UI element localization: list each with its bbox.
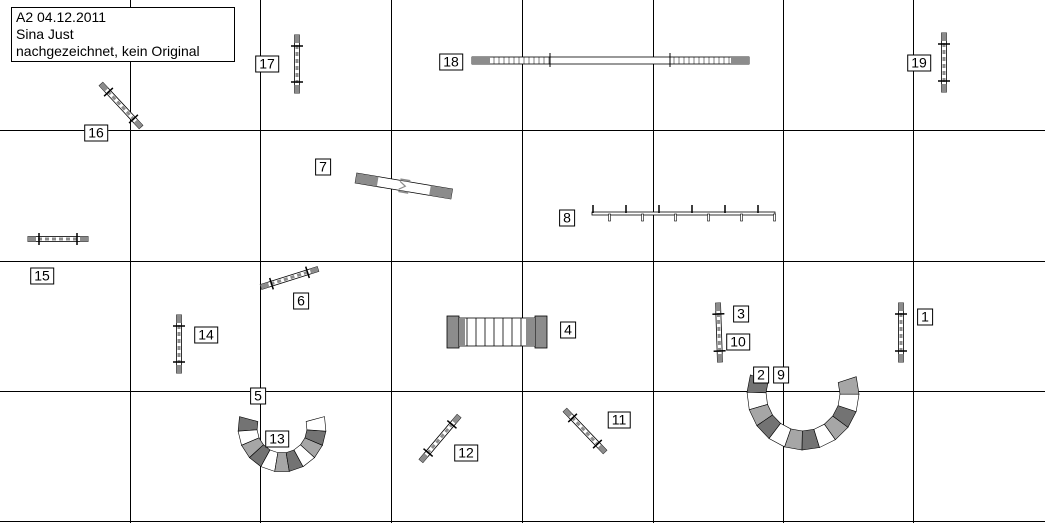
tunnel-13 bbox=[237, 416, 327, 472]
obstacle-label-2: 2 bbox=[753, 366, 769, 384]
jump-1 bbox=[895, 302, 907, 363]
jump-6 bbox=[259, 266, 320, 290]
obstacle-label-4: 4 bbox=[560, 321, 576, 339]
weave-poles-8 bbox=[591, 205, 776, 222]
obstacle-label-3: 3 bbox=[733, 305, 749, 323]
obstacle-label-19: 19 bbox=[907, 54, 931, 72]
course-title: A2 04.12.2011 bbox=[16, 9, 107, 25]
tunnel-2-9 bbox=[746, 374, 860, 451]
obstacle-label-17: 17 bbox=[255, 55, 279, 73]
obstacles bbox=[27, 32, 950, 472]
jump-12 bbox=[418, 413, 462, 464]
jump-3-10 bbox=[712, 302, 726, 363]
tunnel-segment bbox=[837, 376, 860, 395]
obstacle-label-9: 9 bbox=[773, 366, 789, 384]
course-note: nachgezeichnet, kein Original bbox=[16, 43, 200, 59]
jump-15 bbox=[27, 233, 89, 245]
seesaw-7 bbox=[354, 172, 453, 200]
tunnel-4 bbox=[446, 315, 548, 349]
obstacle-label-8: 8 bbox=[559, 209, 575, 227]
dogwalk-18 bbox=[471, 53, 750, 67]
obstacle-label-14: 14 bbox=[194, 326, 218, 344]
obstacle-label-15: 15 bbox=[30, 267, 54, 285]
obstacle-label-18: 18 bbox=[439, 53, 463, 71]
course-author: Sina Just bbox=[16, 26, 74, 42]
obstacle-label-11: 11 bbox=[607, 411, 631, 429]
obstacle-label-16: 16 bbox=[84, 124, 108, 142]
jump-19 bbox=[938, 32, 950, 93]
obstacle-label-13: 13 bbox=[265, 430, 289, 448]
tunnel-segment bbox=[305, 416, 327, 432]
course-info-box: A2 04.12.2011 Sina Just nachgezeichnet, … bbox=[11, 7, 235, 62]
obstacle-label-1: 1 bbox=[917, 308, 933, 326]
jump-17 bbox=[291, 34, 303, 94]
obstacle-label-10: 10 bbox=[726, 333, 750, 351]
jump-16 bbox=[98, 81, 144, 130]
obstacle-label-7: 7 bbox=[315, 158, 331, 176]
jump-14 bbox=[173, 314, 185, 374]
obstacle-label-6: 6 bbox=[293, 292, 309, 310]
jump-11 bbox=[562, 407, 608, 455]
tunnel-segment bbox=[237, 416, 259, 432]
obstacle-label-12: 12 bbox=[454, 444, 478, 462]
obstacle-label-5: 5 bbox=[250, 387, 266, 405]
